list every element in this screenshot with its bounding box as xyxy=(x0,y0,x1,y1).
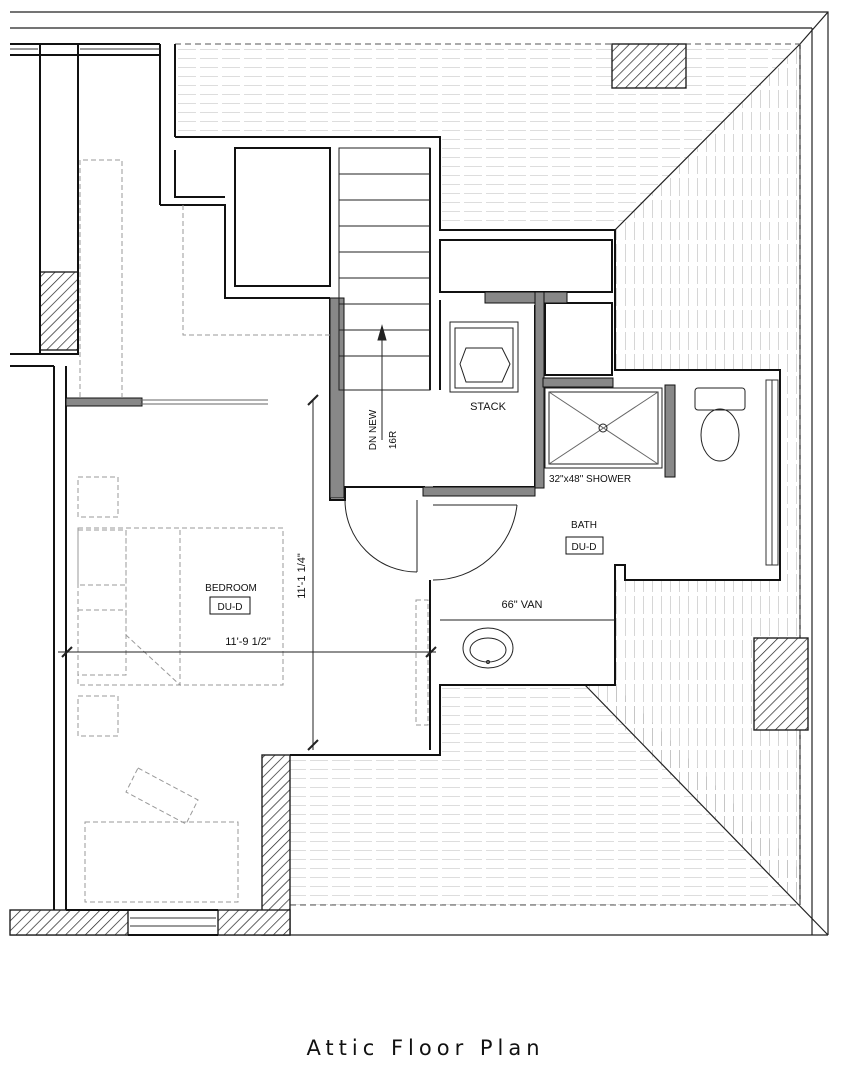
bath-tag-code: DU-D xyxy=(572,542,597,553)
drawing-title: Attic Floor Plan xyxy=(306,1036,545,1060)
bedroom-width-dimension: 11'-9 1/2" xyxy=(225,636,271,648)
roof-eave-dashed xyxy=(175,43,801,906)
bedroom-tag: BEDROOM DU-D xyxy=(205,583,257,615)
chimney-hatch xyxy=(9,43,809,936)
vanity xyxy=(440,619,615,669)
bedroom-label: BEDROOM xyxy=(205,583,257,594)
stack-washer-dryer xyxy=(449,321,519,393)
floor-plan: BEDROOM DU-D BATH DU-D STACK 32"x48" SHO… xyxy=(9,11,829,936)
bedroom-tag-code: DU-D xyxy=(218,602,243,613)
bath-label: BATH xyxy=(571,520,597,531)
bath-tag: BATH DU-D xyxy=(565,520,604,555)
shower-label: 32"x48" SHOWER xyxy=(549,474,631,485)
walls xyxy=(10,43,781,936)
partition-walls xyxy=(65,291,676,499)
stair-risers-label: 16R xyxy=(388,431,399,449)
dimension-lines xyxy=(58,394,437,751)
stair-treads xyxy=(338,147,431,440)
bedroom-depth-dimension: 11'-1 1/4" xyxy=(296,553,308,599)
windows xyxy=(10,48,779,927)
vanity-label: 66" VAN xyxy=(502,599,543,611)
door-swings xyxy=(140,399,518,581)
shower-pan xyxy=(544,387,663,469)
toilet xyxy=(694,387,746,462)
dashed-outlines xyxy=(77,159,429,903)
stack-label: STACK xyxy=(470,401,507,413)
stair-dn-label: DN NEW xyxy=(368,409,379,450)
